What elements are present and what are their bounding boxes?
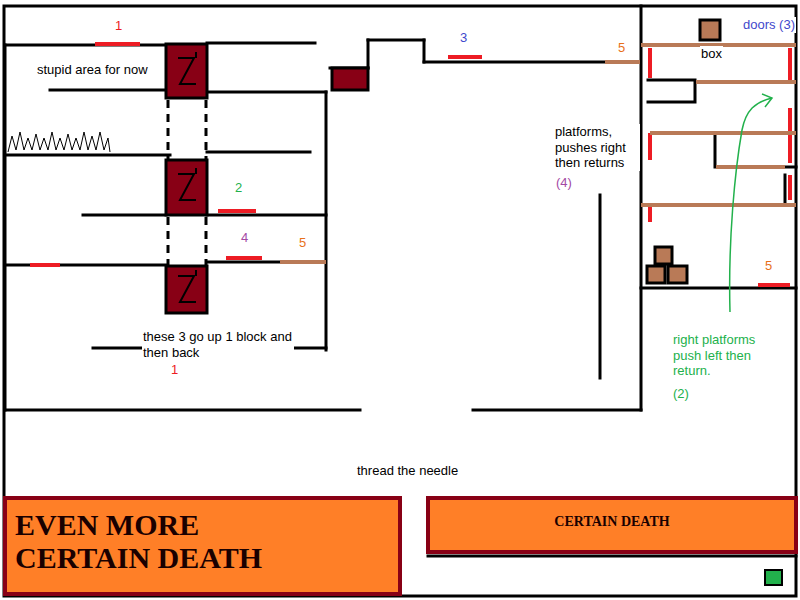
callout-number: 5 — [617, 40, 626, 56]
death-zone: CERTAIN DEATH — [426, 496, 798, 554]
callout-number: 1 — [114, 18, 123, 34]
callout-number: 5 — [764, 258, 773, 274]
death-zone: EVEN MORE CERTAIN DEATH — [3, 496, 402, 596]
note-text: box — [700, 46, 723, 62]
callout-number: 2 — [234, 180, 243, 196]
note-text: platforms, pushes right then returns — [554, 124, 640, 171]
callout-number: (2) — [672, 386, 690, 402]
zone-label: EVEN MORE CERTAIN DEATH — [15, 508, 315, 574]
callout-number: 1 — [170, 362, 179, 378]
zone-label: CERTAIN DEATH — [430, 514, 794, 529]
note-text: these 3 go up 1 block and then back — [142, 329, 294, 360]
note-text: thread the needle — [356, 463, 459, 479]
note-text: doors (3) — [742, 17, 796, 33]
note-text: stupid area for now — [36, 62, 149, 78]
callout-number: 4 — [240, 230, 249, 246]
callout-number: (4) — [555, 175, 573, 191]
callout-number: 3 — [459, 30, 468, 46]
callout-number: 5 — [298, 235, 307, 251]
note-text: right platforms push left then return. — [672, 332, 784, 379]
